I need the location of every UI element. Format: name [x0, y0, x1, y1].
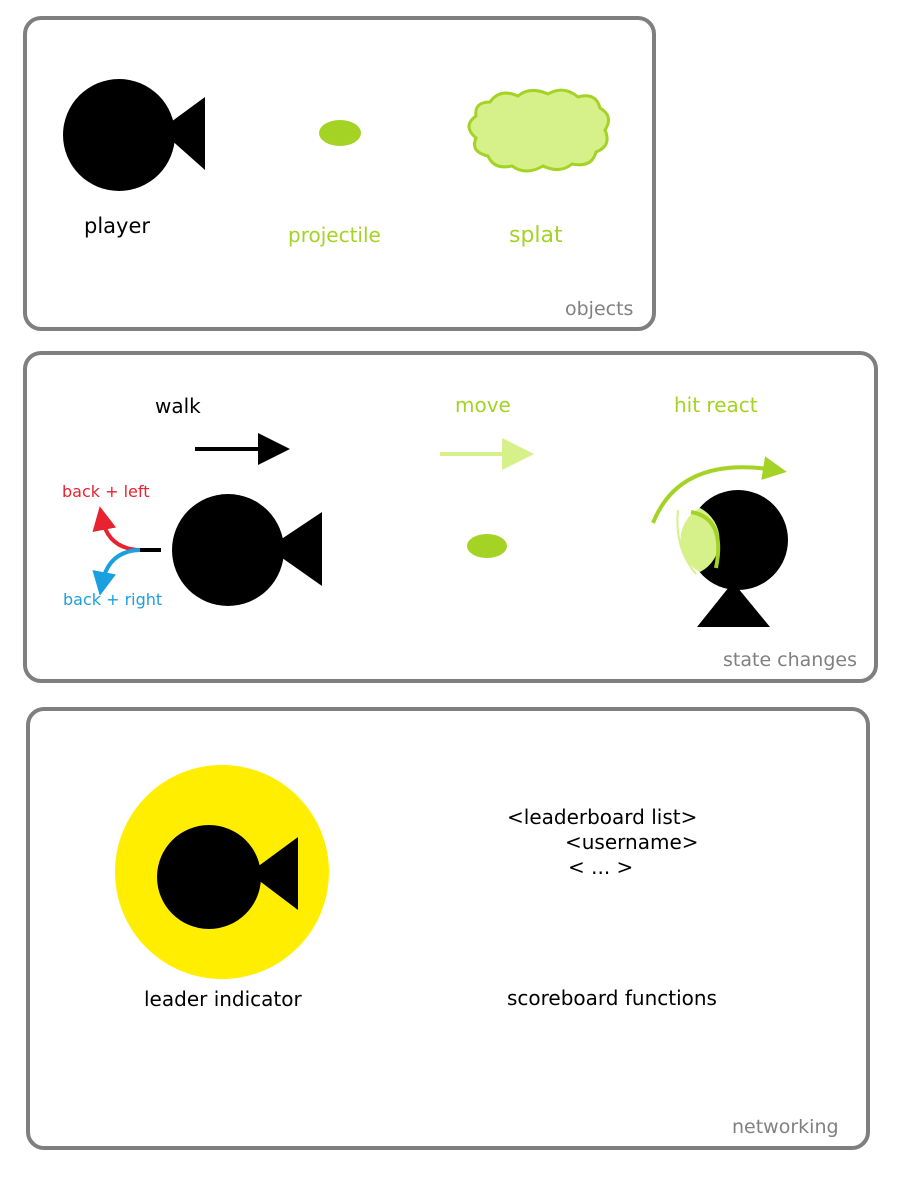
hit-react-arc-arrow	[651, 456, 787, 524]
projectile-label: projectile	[288, 223, 381, 247]
leaderboard-ellipsis-line: < ... >	[568, 855, 634, 879]
projectile-icon	[319, 120, 361, 146]
player-label: player	[84, 214, 151, 238]
hit-react-label: hit react	[674, 393, 758, 417]
walk-label: walk	[155, 394, 201, 418]
objects-caption: objects	[565, 298, 634, 320]
player-icon	[63, 79, 205, 191]
state-changes-caption: state changes	[723, 649, 857, 671]
splat-label: splat	[509, 223, 563, 248]
leaderboard-username-line: <username>	[565, 830, 699, 854]
leader-indicator-label: leader indicator	[144, 987, 302, 1011]
walk-player-icon	[172, 494, 322, 606]
moving-projectile-icon	[467, 534, 507, 558]
splat-icon	[467, 88, 611, 173]
move-label: move	[455, 393, 511, 417]
back-left-label: back + left	[62, 482, 150, 501]
networking-caption: networking	[732, 1116, 839, 1138]
leader-indicator-icon	[115, 765, 329, 979]
turn-arrows-icon	[92, 506, 161, 596]
back-right-label: back + right	[63, 590, 163, 609]
hit-react-player-icon	[676, 490, 788, 627]
leaderboard-list-line: <leaderboard list>	[507, 805, 698, 829]
scoreboard-functions-label: scoreboard functions	[507, 986, 717, 1010]
